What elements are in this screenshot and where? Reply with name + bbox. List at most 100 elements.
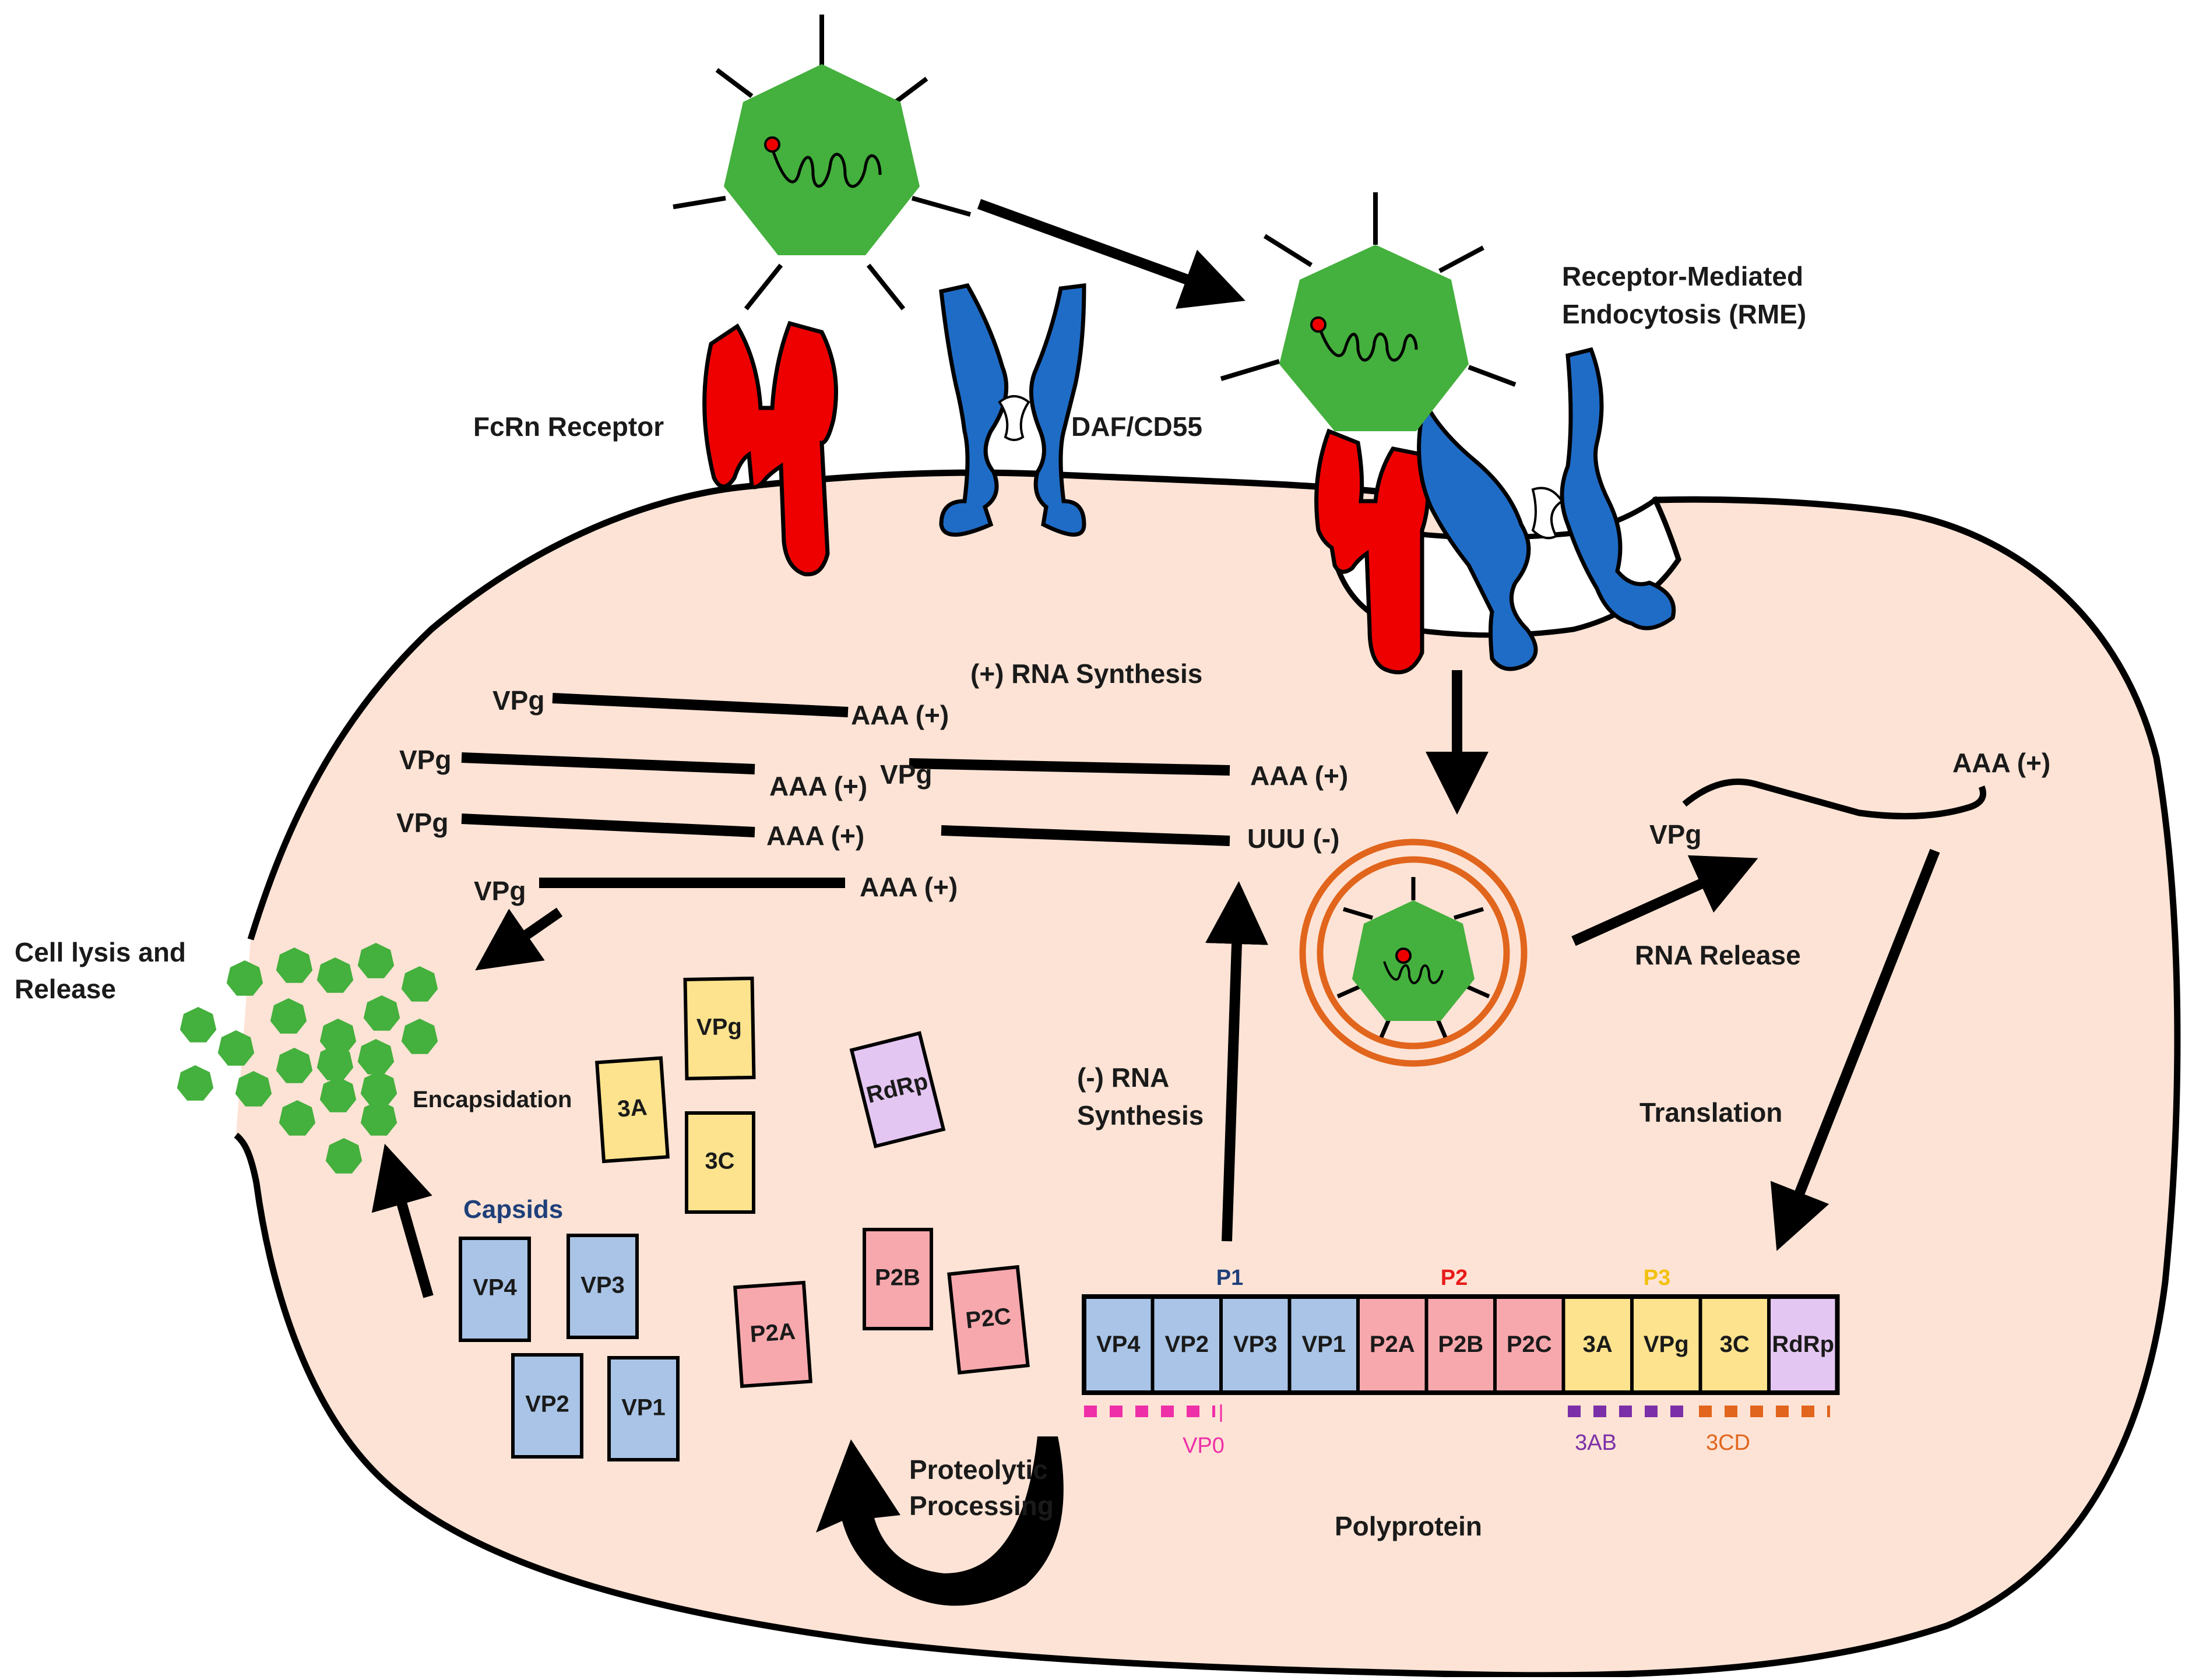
protein-3c-label: 3C: [705, 1149, 734, 1174]
progeny-virion-icon: [226, 960, 263, 996]
vpg-label-3: VPg: [880, 759, 932, 790]
aaa-label-4: AAA (+): [766, 820, 864, 851]
daf-label: DAF/CD55: [1071, 411, 1202, 442]
cell-membrane: [234, 469, 2181, 1679]
progeny-virion-icon: [360, 1071, 397, 1107]
polyprotein-segment-label: VP3: [1233, 1332, 1278, 1357]
region-p1-label: P1: [1216, 1266, 1243, 1290]
virion-free: [673, 15, 972, 311]
protein-3a-label: 3A: [617, 1094, 648, 1122]
progeny-virion-icon: [357, 943, 395, 978]
arrow-rna-release: [1571, 855, 1758, 946]
protein-p2a-label: P2A: [749, 1319, 796, 1347]
3cd-label: 3CD: [1706, 1431, 1750, 1455]
aaa-label-2: AAA (+): [769, 771, 867, 801]
endocytosis-site: [1220, 192, 1681, 675]
protein-p2b-label: P2B: [875, 1265, 920, 1291]
polyprotein-segment-label: 3C: [1720, 1332, 1750, 1357]
protein-vp4-label: VP4: [473, 1275, 517, 1301]
protein-vp2: VP2: [511, 1353, 583, 1459]
progeny-virion-icon: [270, 998, 307, 1034]
progeny-virion-icon: [319, 1077, 357, 1112]
protein-p2c-label: P2C: [965, 1304, 1012, 1334]
polyprotein-segment-label: RdRp: [1772, 1332, 1834, 1357]
region-p3-label: P3: [1644, 1266, 1670, 1290]
protein-vp1-label: VP1: [621, 1395, 666, 1421]
polyprotein-segment: [1082, 1295, 1155, 1394]
polyprotein-outline: [1082, 1294, 1840, 1395]
progeny-virion-icon: [276, 1048, 313, 1083]
vpg-dot-endosome-icon: [1395, 948, 1412, 964]
progeny-virion-icon: [363, 995, 400, 1031]
daf-rme-gap-shape: [1531, 487, 1564, 540]
progeny-virion-icon: [180, 1007, 217, 1042]
vpg-label-5: VPg: [474, 876, 526, 906]
capsid-endosome-shape: [1352, 900, 1475, 1021]
released-rna-strand-shape: [1682, 779, 1986, 820]
polyprotein-segment-label: VP4: [1096, 1332, 1141, 1357]
fcrn-label: FcRn Receptor: [473, 411, 664, 442]
region-p2-label: P2: [1441, 1266, 1468, 1290]
neg-rna-synthesis-label-line2: Synthesis: [1077, 1100, 1204, 1130]
rme-label-line2: Endocytosis (RME): [1562, 299, 1806, 329]
daf-cd55-receptor-rme-shape: [1417, 347, 1676, 671]
rna-genome-icon: [770, 148, 882, 188]
proteolytic-processing-arrow: [816, 1436, 1064, 1606]
progeny-virion-icon: [235, 1071, 272, 1107]
released-aaa-label: AAA (+): [1952, 748, 2050, 778]
proteolytic-label-line1: Proteolytic: [909, 1454, 1048, 1485]
rna-genome-endosome-icon: [1383, 961, 1444, 984]
fcrn-receptor-shape: [702, 320, 838, 577]
endosome: [1299, 839, 1528, 1067]
protein-vp4: VP4: [459, 1237, 531, 1342]
vpg-dot-icon: [764, 136, 780, 153]
progeny-virion-icon: [319, 1019, 357, 1054]
polyprotein-segment: [1698, 1295, 1771, 1394]
arrow-translation: [1770, 848, 1940, 1251]
arrow-to-lysis: [475, 907, 563, 971]
progeny-virion-icon: [401, 966, 438, 1002]
free-proteins: VPg 3A 3C RdRp P2B P2A P2C VP4: [459, 976, 1030, 1461]
protein-vp1: VP1: [607, 1356, 680, 1461]
polyprotein-segment: [1219, 1295, 1292, 1394]
cell-lysis-label-line2: Release: [15, 974, 116, 1004]
3ab-label: 3AB: [1575, 1431, 1617, 1455]
protein-p2a: P2A: [733, 1280, 812, 1389]
progeny-virion-icon: [316, 957, 354, 993]
protein-vp3-label: VP3: [580, 1273, 625, 1298]
protein-vp2-label: VP2: [525, 1392, 569, 1417]
polyprotein-segment-label: P2C: [1507, 1332, 1552, 1357]
polyprotein-segment-label: P2B: [1438, 1332, 1483, 1357]
aaa-label-3: AAA (+): [1250, 760, 1348, 791]
progeny-virion-icon: [360, 1100, 397, 1136]
polyprotein-segment-label: VPg: [1644, 1332, 1689, 1357]
vp0-label: VP0: [1183, 1434, 1225, 1458]
capsid-rme-shape: [1279, 245, 1469, 431]
host-cell: [234, 469, 2181, 1679]
daf-gap-shape: [998, 395, 1030, 441]
progeny-virion-icon: [316, 1045, 354, 1080]
arrow-binding: [977, 199, 1245, 309]
arrow-neg-rna-synthesis: [1205, 881, 1268, 1242]
fcrn-receptor-rme-shape: [1314, 428, 1430, 675]
vpg-label-1: VPg: [492, 685, 544, 716]
polyprotein-segment: [1561, 1295, 1634, 1394]
progeny-virion-icon: [276, 948, 313, 983]
polyprotein-segment-label: P2A: [1370, 1332, 1415, 1357]
protein-p2b: P2B: [863, 1228, 933, 1330]
encapsidation-label: Encapsidation: [413, 1087, 572, 1112]
cell-lysis-label-line1: Cell lysis and: [15, 937, 186, 967]
progeny-virion-icon: [325, 1138, 363, 1174]
uuu-label: UUU (-): [1247, 823, 1339, 854]
polyprotein-segment-label: VP1: [1301, 1332, 1346, 1357]
rna-strands: [461, 693, 1230, 888]
polyprotein-label: Polyprotein: [1335, 1511, 1482, 1541]
vpg-label-4: VPg: [396, 808, 448, 838]
progeny-virion-icon: [177, 1065, 214, 1101]
progeny-virion-icon: [401, 1019, 438, 1054]
polyprotein-segment-label: VP2: [1164, 1332, 1209, 1357]
progeny-virion-icon: [217, 1030, 255, 1066]
protein-vpg: VPg: [683, 976, 756, 1080]
